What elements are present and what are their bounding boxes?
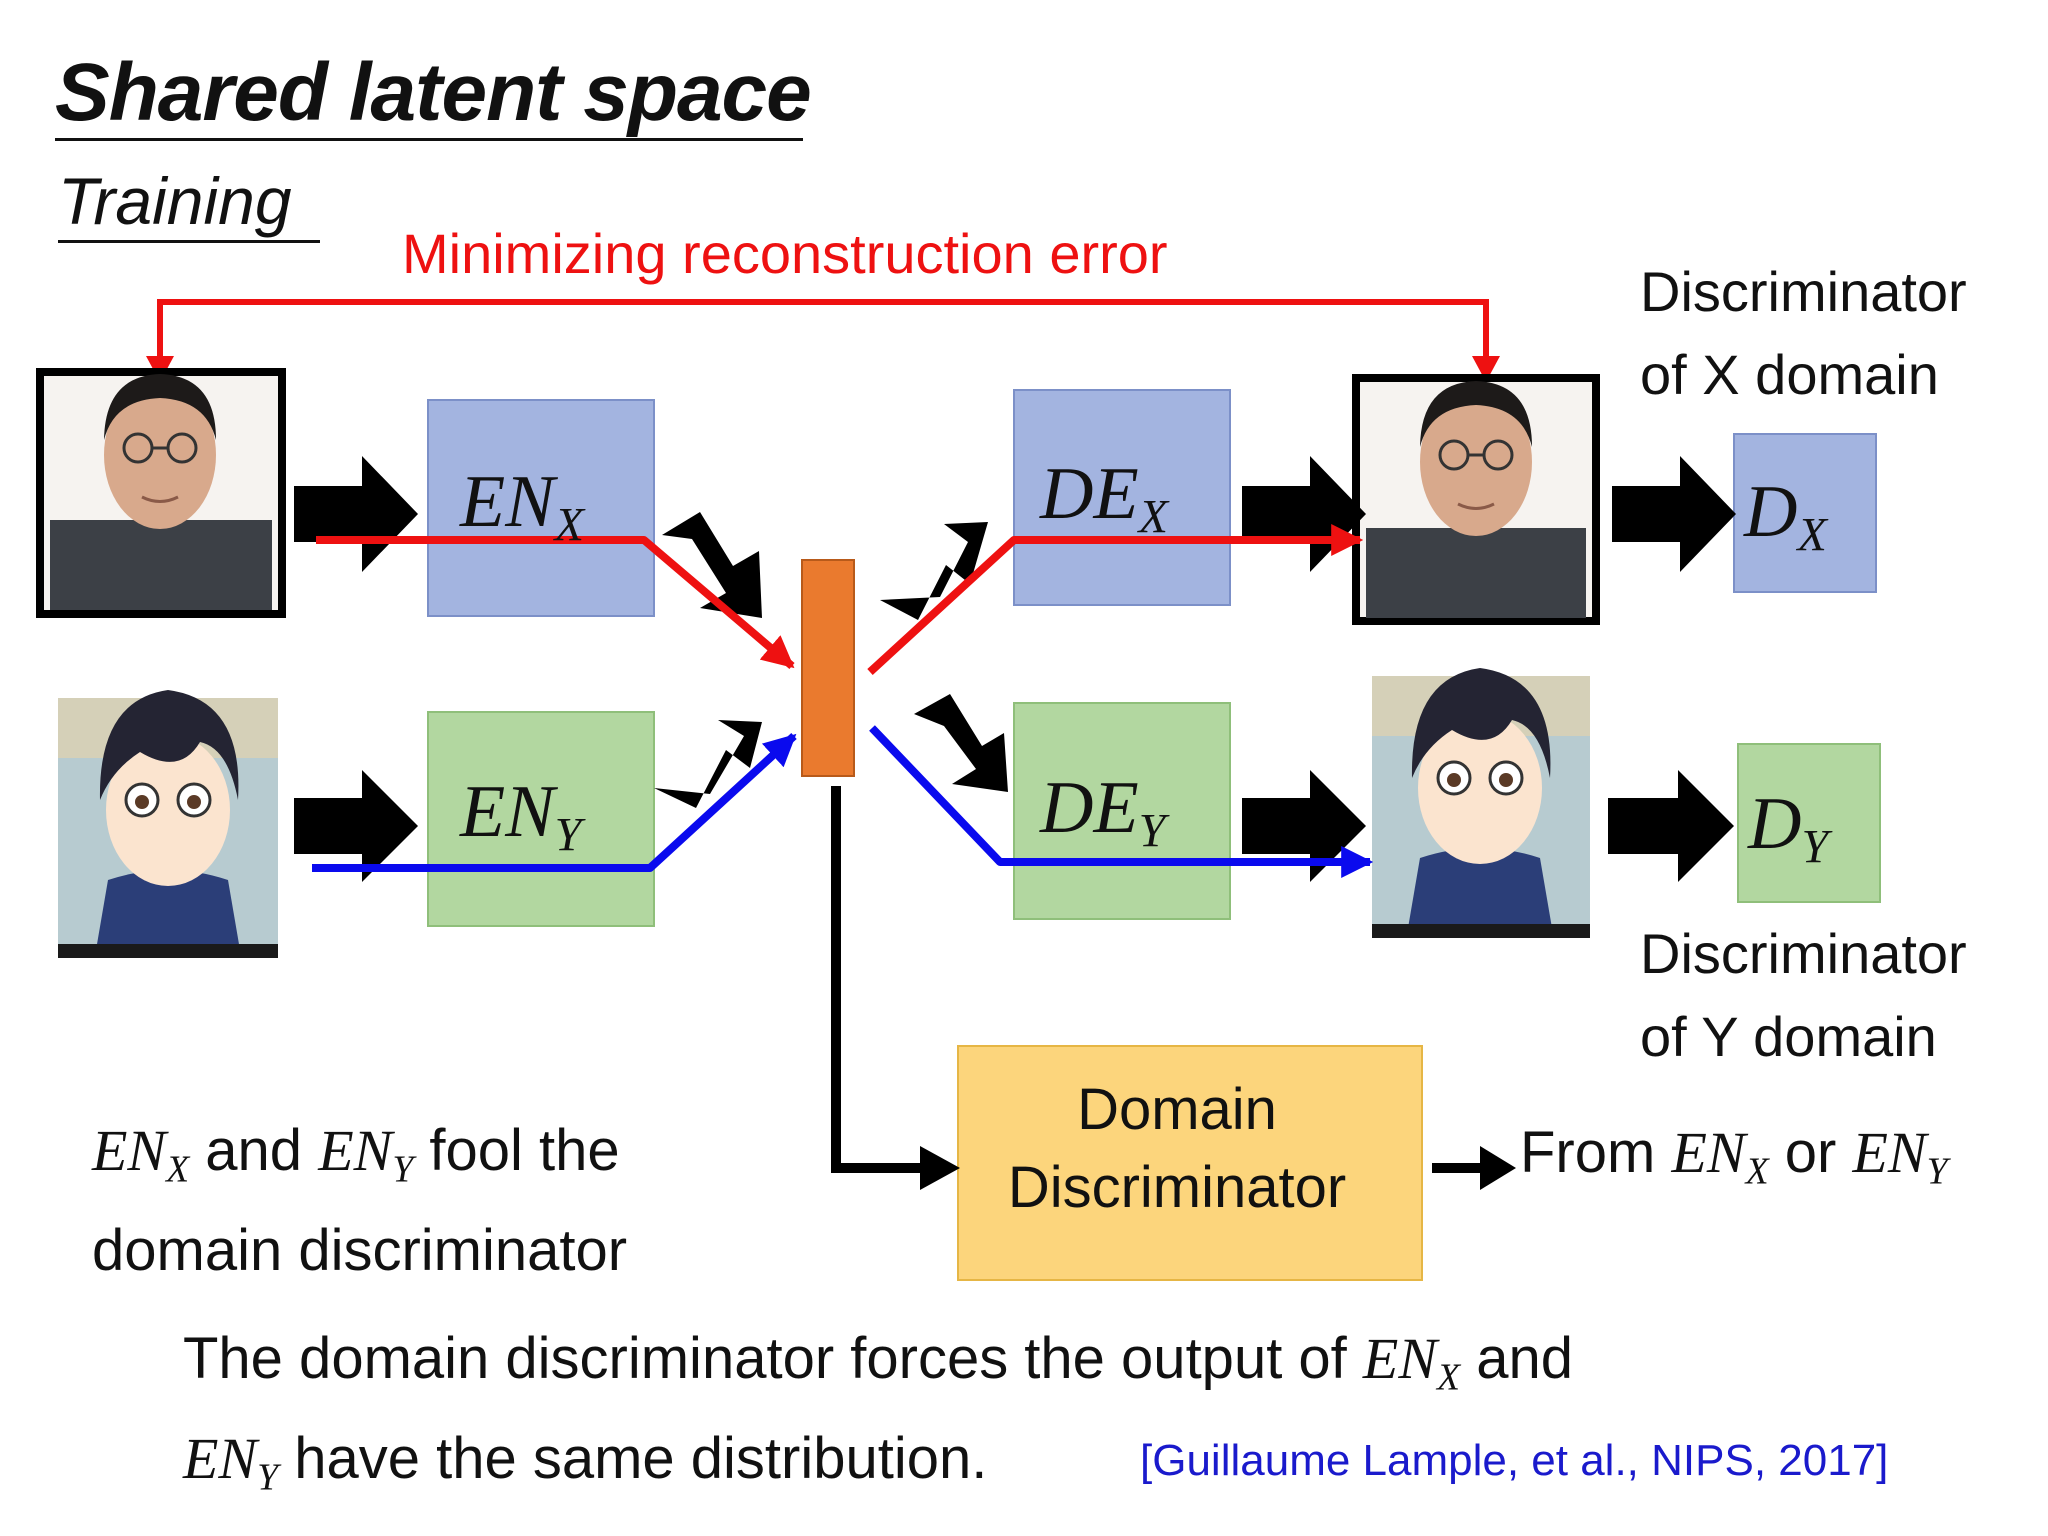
subtitle-underline (58, 240, 320, 243)
discriminator-y-label: DY (1748, 783, 1829, 874)
latent-to-discriminator-arrow (831, 786, 960, 1190)
encoder-y-label: ENY (460, 771, 582, 862)
encoder-y-block (427, 711, 655, 927)
discriminator-x-block (1733, 433, 1877, 593)
slide-title: Shared latent space (55, 47, 812, 138)
reconstruction-error-label: Minimizing reconstruction error (402, 222, 1168, 285)
encoder-x-label: ENX (460, 461, 584, 552)
discriminator-y-block (1737, 743, 1881, 903)
decoder-x-block (1013, 389, 1231, 606)
fool-discriminator-note: ENX and ENY fool the domain discriminato… (92, 1118, 628, 1284)
output-anime-image (1372, 668, 1590, 938)
decoder-y-block (1013, 702, 1231, 920)
encoder-x-block (427, 399, 655, 617)
title-underline (55, 138, 803, 141)
decoder-y-label: DEY (1040, 767, 1166, 858)
discriminator-y-caption: Discriminator of Y domain (1640, 922, 1967, 1068)
output-face-photo (1352, 374, 1600, 625)
discriminator-x-label: DX (1744, 471, 1827, 562)
summary-statement: The domain discriminator forces the outp… (183, 1326, 1573, 1499)
discriminator-x-caption: Discriminator of X domain (1640, 260, 1967, 406)
domain-discriminator-label: Domain Discriminator (1007, 1077, 1347, 1220)
decoder-x-label: DEX (1040, 453, 1169, 544)
discriminator-output-arrow (1432, 1146, 1516, 1190)
latent-code-bar (801, 559, 855, 777)
blue-y-path (312, 725, 1374, 878)
input-face-photo (36, 368, 286, 618)
slide-subtitle: Training (58, 164, 292, 238)
reconstruction-bracket (146, 299, 1500, 382)
red-reconstruction-path (316, 524, 1364, 675)
domain-discriminator-block (957, 1045, 1423, 1281)
citation: [Guillaume Lample, et al., NIPS, 2017] (1140, 1436, 1889, 1485)
input-anime-image (58, 690, 278, 958)
discriminator-output-label: From ENX or ENY (1520, 1120, 1948, 1193)
